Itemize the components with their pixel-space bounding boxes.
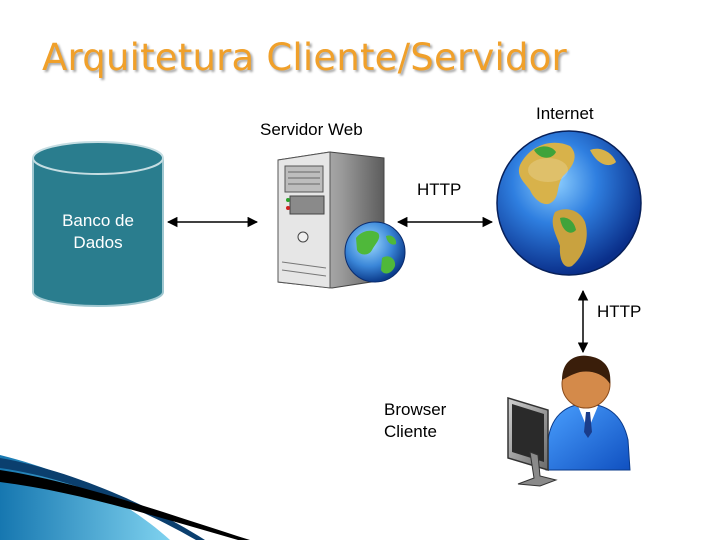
database-label: Banco de Dados xyxy=(62,211,134,252)
http-right-label: HTTP xyxy=(597,302,642,321)
server-label: Servidor Web xyxy=(260,120,363,139)
corner-wave-decoration xyxy=(0,455,250,540)
user-computer-icon xyxy=(507,355,631,487)
slide-title: Arquitetura Cliente/Servidor xyxy=(42,36,567,79)
server-globe-icon xyxy=(344,221,406,283)
http-top-label: HTTP xyxy=(417,180,462,199)
browser-label: Browser Cliente xyxy=(384,400,447,441)
globe-icon xyxy=(496,130,642,276)
internet-label: Internet xyxy=(536,104,594,123)
database-cylinder-icon xyxy=(32,141,164,307)
